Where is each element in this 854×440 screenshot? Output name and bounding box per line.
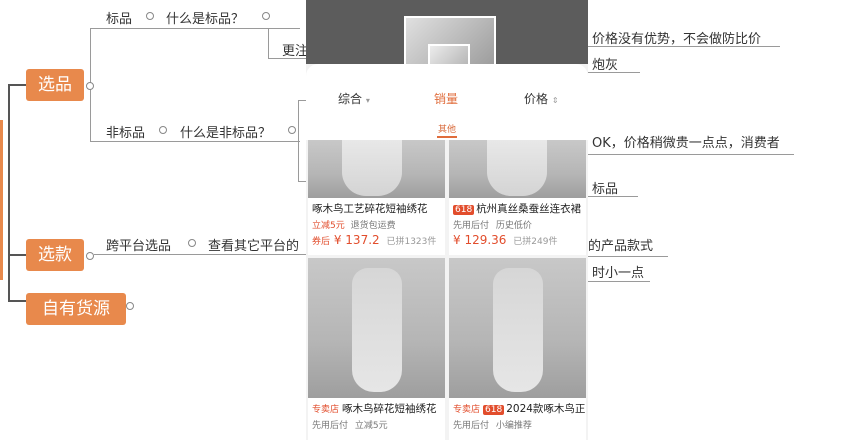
- collapse-toggle-icon[interactable]: [262, 12, 270, 20]
- dress-figure: [493, 268, 543, 392]
- tail-biaopin[interactable]: 价格没有优势，不会做防比价: [592, 32, 762, 47]
- connector: [90, 28, 300, 29]
- product-tags: 先用后付 历史低价: [453, 218, 532, 231]
- promo-tag: 立减5元: [354, 421, 388, 431]
- shop-tag: 专卖店: [453, 405, 481, 415]
- connector: [588, 154, 794, 155]
- promo-tag: 小编推荐: [495, 421, 532, 431]
- collapse-toggle-icon[interactable]: [288, 126, 296, 134]
- product-card[interactable]: 啄木鸟工艺碎花短袖绣花 立减5元 退货包运费 券后 ¥ 137.2 已拼1323…: [308, 140, 445, 255]
- badge-618: 618: [453, 205, 475, 215]
- product-title: 啄木鸟工艺碎花短袖绣花: [312, 203, 428, 215]
- connector: [8, 254, 26, 256]
- connector: [268, 28, 269, 58]
- tail-kuapingtai[interactable]: 的产品款式: [588, 239, 654, 254]
- tail-feibiaopin-2[interactable]: 标品: [592, 182, 619, 197]
- promo-tag: 历史低价: [495, 221, 532, 231]
- product-title-text: 啄木鸟碎花短袖绣花: [342, 403, 437, 415]
- connector: [268, 58, 306, 59]
- promo-tag: 先用后付: [453, 421, 490, 431]
- branch-kuapingtai-detail[interactable]: 查看其它平台的: [208, 239, 300, 254]
- dress-figure: [352, 268, 402, 392]
- product-title-text: 杭州真丝桑蚕丝连衣裙: [476, 203, 582, 215]
- node-ziyou-huoyuan[interactable]: 自有货源: [26, 293, 126, 325]
- shop-tag: 专卖店: [312, 405, 340, 415]
- collapse-toggle-icon[interactable]: [86, 252, 94, 260]
- tail-biaopin-2[interactable]: 炮灰: [592, 58, 619, 73]
- connector: [588, 46, 780, 47]
- tail-feibiaopin[interactable]: OK，价格稍微贵一点点，消费者: [592, 136, 780, 151]
- connector: [588, 281, 650, 282]
- branch-biaopin-question[interactable]: 什么是标品？: [166, 12, 245, 27]
- tail-kuapingtai-2[interactable]: 时小一点: [592, 266, 645, 281]
- connector: [588, 256, 668, 257]
- sort-tab-label: 价格: [524, 92, 549, 106]
- phone-screen: 综合 ▾ 销量 价格 ⇕ 其他 啄木鸟工艺碎花短袖绣花 立减5元 退货包运费 券…: [306, 0, 588, 440]
- product-card[interactable]: 专卖店啄木鸟碎花短袖绣花 先用后付 立减5元: [308, 258, 445, 440]
- active-tab-underline: [437, 136, 457, 138]
- connector: [8, 84, 26, 86]
- sort-tab-xiaoliang[interactable]: 销量: [434, 90, 458, 107]
- collapse-toggle-icon[interactable]: [188, 239, 196, 247]
- promo-tag: 退货包运费: [350, 221, 396, 231]
- price-value: ¥ 137.2: [333, 233, 380, 247]
- badge-618: 618: [483, 405, 505, 415]
- connector: [0, 120, 3, 280]
- sort-tab-label: 销量: [434, 92, 459, 106]
- branch-feibiaopin-question[interactable]: 什么是非标品？: [180, 126, 272, 141]
- chevron-down-icon: ▾: [365, 96, 370, 105]
- sold-count: 已拼1323件: [386, 237, 437, 247]
- price-value: ¥ 129.36: [453, 233, 507, 247]
- promo-tag: 先用后付: [453, 221, 490, 231]
- sort-bar: 综合 ▾ 销量 价格 ⇕ 其他: [306, 64, 588, 140]
- connector: [8, 300, 26, 302]
- branch-kuapingtai[interactable]: 跨平台选品: [106, 239, 172, 254]
- collapse-toggle-icon[interactable]: [126, 302, 134, 310]
- connector: [588, 72, 640, 73]
- branch-gengzhu[interactable]: 更注: [282, 44, 309, 59]
- promo-tag: 先用后付: [312, 421, 349, 431]
- collapse-toggle-icon[interactable]: [86, 82, 94, 90]
- product-tags: 先用后付 小编推荐: [453, 418, 532, 431]
- sort-tab-label: 综合: [338, 92, 363, 106]
- sort-tab-zonghe[interactable]: 综合 ▾: [338, 90, 370, 107]
- connector: [90, 141, 300, 142]
- connector: [298, 100, 306, 101]
- dress-figure: [342, 140, 402, 196]
- node-xuanpin[interactable]: 选品: [26, 69, 84, 101]
- product-price: 券后 ¥ 137.2 已拼1323件: [312, 233, 436, 247]
- connector: [588, 196, 638, 197]
- connector: [94, 254, 306, 255]
- product-tags: 先用后付 立减5元: [312, 418, 388, 431]
- product-title-text: 2024款啄木鸟正: [506, 403, 585, 415]
- product-price: ¥ 129.36 已拼249件: [453, 233, 557, 247]
- sort-tab-qita[interactable]: 其他: [438, 125, 457, 135]
- product-title: 专卖店啄木鸟碎花短袖绣花: [312, 401, 444, 416]
- connector: [8, 84, 10, 302]
- branch-biaopin[interactable]: 标品: [106, 12, 133, 27]
- sort-tab-jiage[interactable]: 价格 ⇕: [524, 90, 559, 107]
- product-tags: 立减5元 退货包运费: [312, 218, 396, 231]
- branch-feibiaopin[interactable]: 非标品: [106, 126, 146, 141]
- connector: [298, 181, 306, 182]
- sold-count: 已拼249件: [513, 237, 558, 247]
- sort-arrows-icon: ⇕: [551, 96, 559, 105]
- collapse-toggle-icon[interactable]: [146, 12, 154, 20]
- dress-figure: [487, 140, 547, 196]
- collapse-toggle-icon[interactable]: [159, 126, 167, 134]
- price-prefix: 券后: [312, 237, 331, 247]
- promo-tag: 立减5元: [312, 221, 345, 231]
- node-xuankuan[interactable]: 选款: [26, 239, 84, 271]
- connector: [298, 100, 299, 182]
